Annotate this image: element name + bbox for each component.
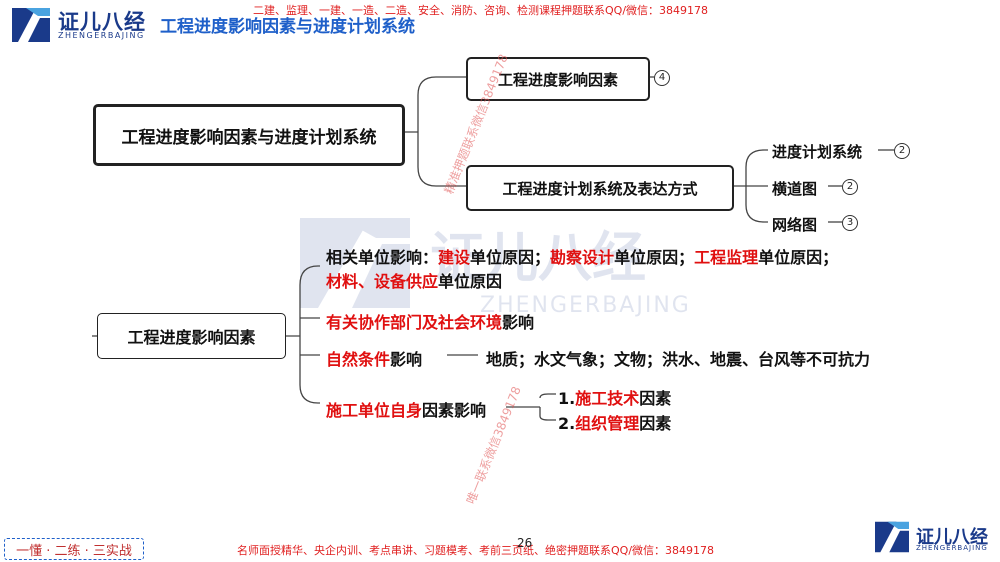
footer-brand-name-en: ZHENGERBAJING <box>916 544 988 552</box>
map1-root-node: 工程进度影响因素与进度计划系统 <box>93 104 405 166</box>
sub-construction-technology: 1.施工技术因素 <box>558 389 672 408</box>
leaf-plan-system: 进度计划系统 <box>772 143 863 161</box>
brand-name: 证儿八经 <box>58 10 146 34</box>
item-cooperating-departments: 有关协作部门及社会环境影响 <box>326 313 535 332</box>
bottom-promo-text: 名师面授精华、央企内训、考点串讲、习题模考、考前三页纸、绝密押题联系QQ/微信：… <box>237 544 715 557</box>
page-title: 工程进度影响因素与进度计划系统 <box>160 17 415 37</box>
footer-logo-icon <box>875 521 909 553</box>
brand-name-en: ZHENGERBAJING <box>58 31 145 40</box>
item-related-units-line2: 材料、设备供应单位原因 <box>326 272 503 291</box>
leaf-bar-chart: 横道图 <box>772 180 818 198</box>
circled-number-4: 4 <box>654 70 670 86</box>
leaf-network-diagram: 网络图 <box>772 216 818 234</box>
circled-number-3: 3 <box>842 215 858 231</box>
natural-conditions-detail: 地质；水文气象；文物；洪水、地震、台风等不可抗力 <box>486 350 871 369</box>
brand-logo-icon <box>12 8 50 42</box>
branch-plan-system-expression: 工程进度计划系统及表达方式 <box>466 165 734 211</box>
top-promo-text: 二建、监理、一建、一造、二造、安全、消防、咨询、检测课程押题联系QQ/微信：38… <box>253 4 709 17</box>
circled-number-2: 2 <box>894 143 910 159</box>
item-natural-conditions: 自然条件影响 <box>326 350 423 369</box>
sub-organization-management: 2.组织管理因素 <box>558 414 672 433</box>
page-number: 26 <box>517 536 533 550</box>
map2-root-node: 工程进度影响因素 <box>97 313 286 359</box>
slogan-badge: 一懂 · 二练 · 三实战 <box>4 538 144 560</box>
circled-number-2: 2 <box>842 179 858 195</box>
branch-progress-factors: 工程进度影响因素 <box>466 57 650 101</box>
item-related-units-line1: 相关单位影响：建设单位原因；勘察设计单位原因；工程监理单位原因； <box>326 248 839 267</box>
footer-brand-name: 证儿八经 <box>916 527 988 548</box>
item-contractor-self: 施工单位自身因素影响 <box>326 401 487 420</box>
